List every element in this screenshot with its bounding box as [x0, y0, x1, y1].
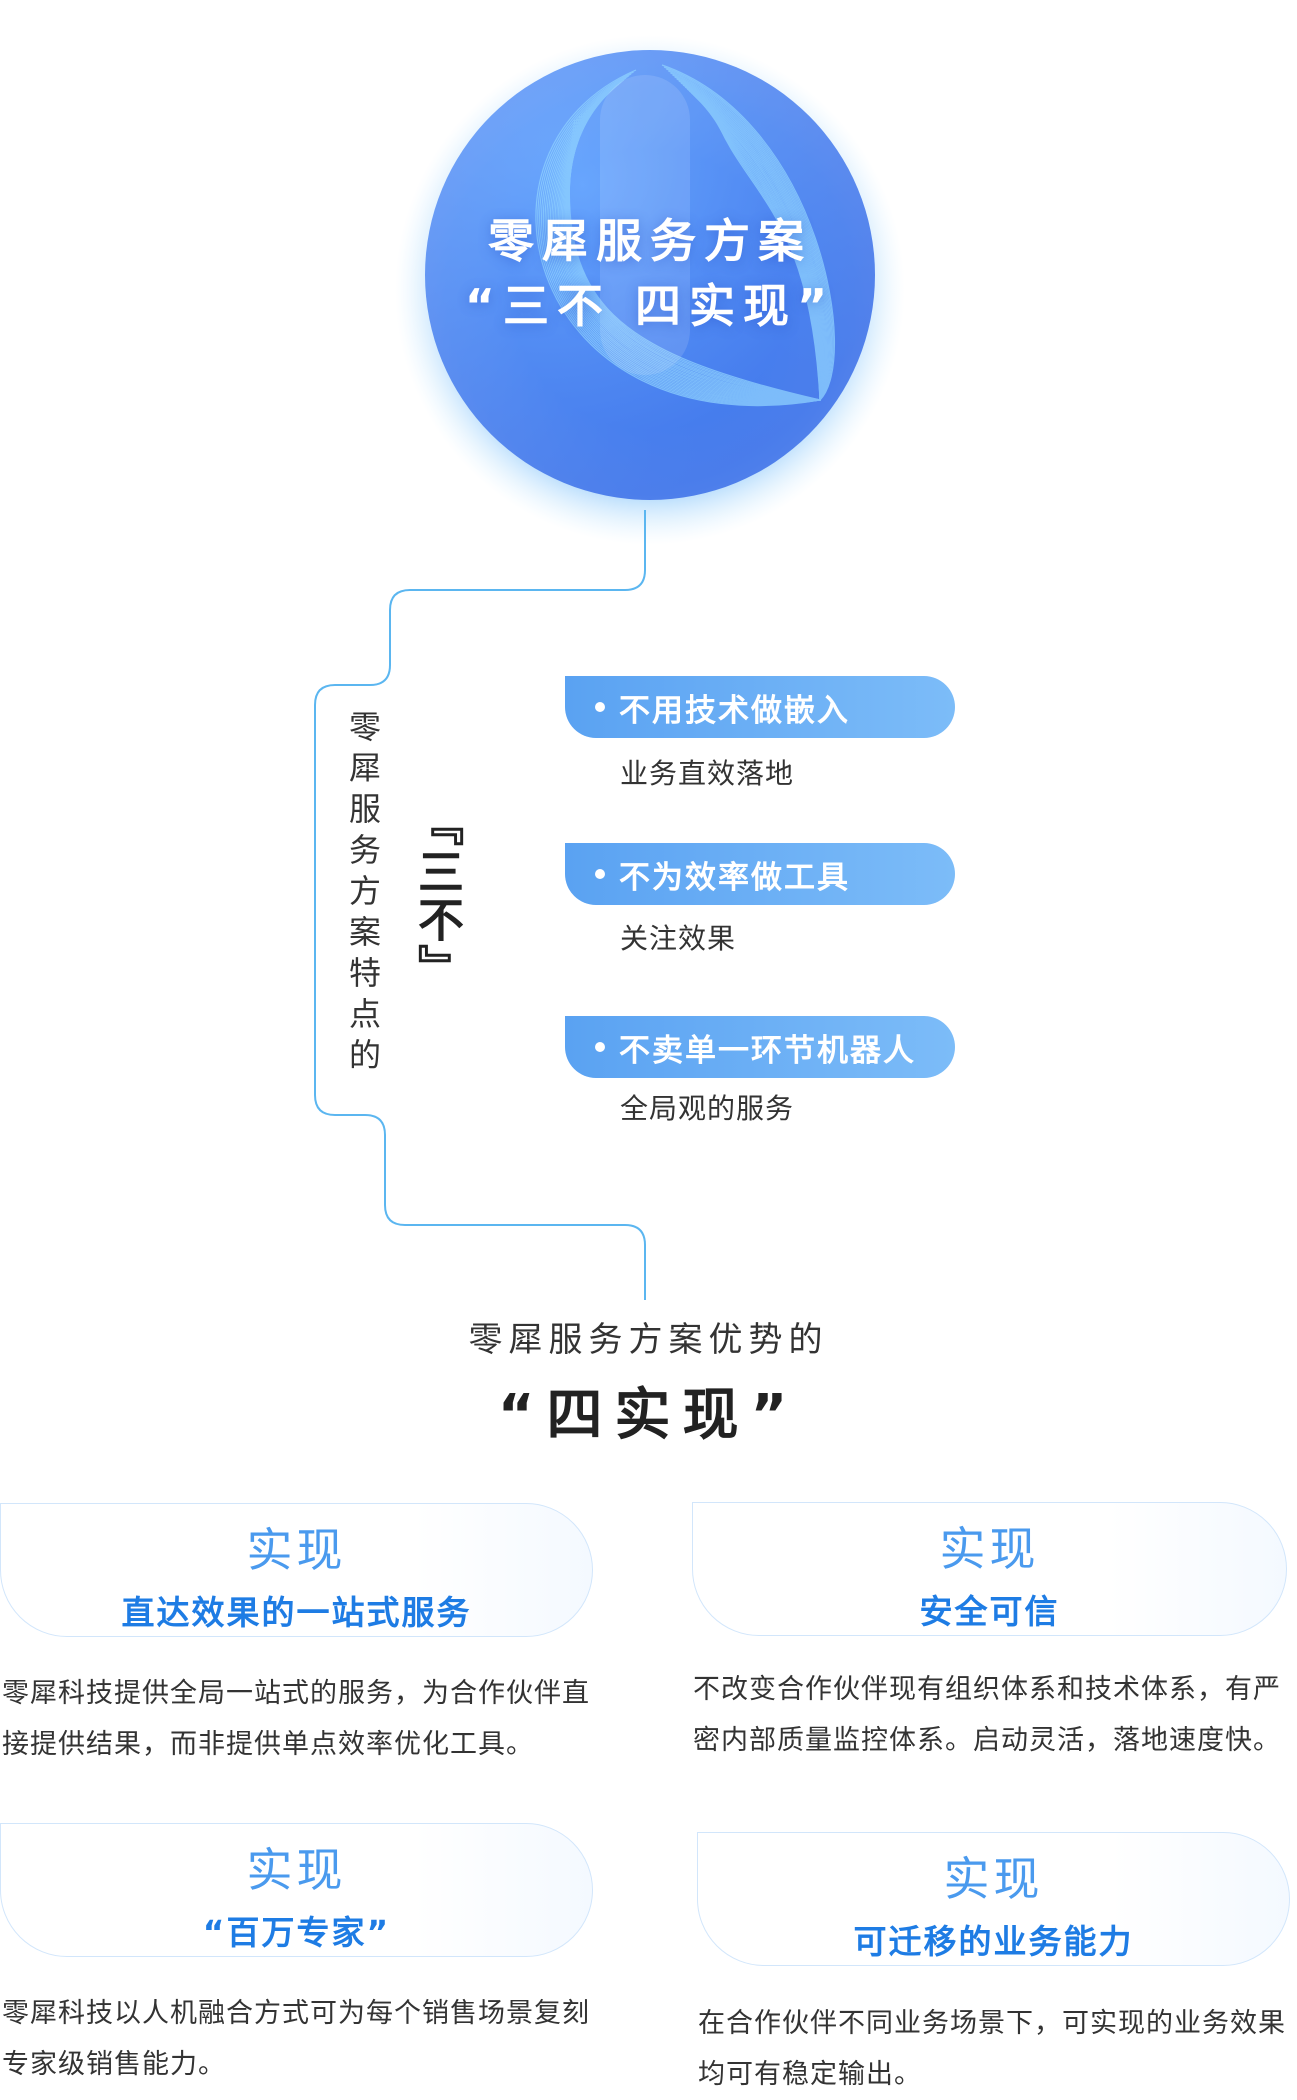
hero-title-line2: “三不 四实现” [464, 279, 836, 333]
advantages-caption: 零犀服务方案优势的 [468, 1320, 829, 1360]
feature-sub-1: 业务直效落地 [620, 757, 795, 790]
advantage-desc-3: 零犀科技以人机融合方式可为每个销售场景复刻 专家级销售能力。 [2, 1988, 602, 2090]
feature-pill-label: 不用技术做嵌入 [619, 692, 850, 729]
feature-pill-2: 不为效率做工具 [565, 843, 955, 905]
desc-line: 不改变合作伙伴现有组织体系和技术体系，有严 [693, 1674, 1281, 1705]
feature-pill-1: 不用技术做嵌入 [565, 676, 955, 738]
three-no-caption: 零犀服务方案特点的 [344, 710, 382, 1079]
card-title: 可迁移的业务能力 [853, 1922, 1134, 1961]
feature-pill-label: 不卖单一环节机器人 [619, 1032, 916, 1069]
three-no-heading: 『三不』 [411, 800, 465, 992]
desc-line: 专家级销售能力。 [2, 2049, 226, 2080]
desc-line: 零犀科技提供全局一站式的服务，为合作伙伴直 [2, 1678, 590, 1709]
bullet-dot-icon [595, 1042, 605, 1052]
advantage-card-3: 实现 “百万专家” [0, 1823, 593, 1957]
feature-pill-label: 不为效率做工具 [619, 859, 850, 896]
desc-line: 密内部质量监控体系。启动灵活，落地速度快。 [693, 1725, 1281, 1756]
desc-line: 接提供结果，而非提供单点效率优化工具。 [2, 1729, 534, 1760]
bullet-dot-icon [595, 869, 605, 879]
feature-pill-3: 不卖单一环节机器人 [565, 1016, 955, 1078]
advantage-card-2: 实现 安全可信 [692, 1502, 1287, 1636]
advantages-heading: “四实现” [497, 1383, 800, 1448]
hero-orb-graphic [395, 35, 905, 545]
card-kicker: 实现 [246, 1523, 347, 1577]
card-title: 直达效果的一站式服务 [121, 1593, 472, 1632]
desc-line: 在合作伙伴不同业务场景下，可实现的业务效果 [698, 2008, 1286, 2039]
feature-sub-3: 全局观的服务 [620, 1092, 795, 1125]
desc-line: 均可有稳定输出。 [698, 2059, 922, 2090]
card-title: “百万专家” [202, 1913, 391, 1952]
feature-sub-2: 关注效果 [620, 922, 737, 955]
advantage-card-4: 实现 可迁移的业务能力 [697, 1832, 1290, 1966]
desc-line: 零犀科技以人机融合方式可为每个销售场景复刻 [2, 1998, 590, 2029]
card-kicker: 实现 [939, 1522, 1040, 1576]
advantage-desc-1: 零犀科技提供全局一站式的服务，为合作伙伴直 接提供结果，而非提供单点效率优化工具… [2, 1668, 602, 1770]
advantage-card-1: 实现 直达效果的一站式服务 [0, 1503, 593, 1637]
card-kicker: 实现 [943, 1852, 1044, 1906]
bullet-dot-icon [595, 702, 605, 712]
advantage-desc-2: 不改变合作伙伴现有组织体系和技术体系，有严 密内部质量监控体系。启动灵活，落地速… [693, 1664, 1293, 1766]
advantage-desc-4: 在合作伙伴不同业务场景下，可实现的业务效果 均可有稳定输出。 [698, 1998, 1297, 2100]
card-title: 安全可信 [919, 1592, 1060, 1631]
card-kicker: 实现 [246, 1843, 347, 1897]
hero-title-line1: 零犀服务方案 [488, 214, 812, 268]
